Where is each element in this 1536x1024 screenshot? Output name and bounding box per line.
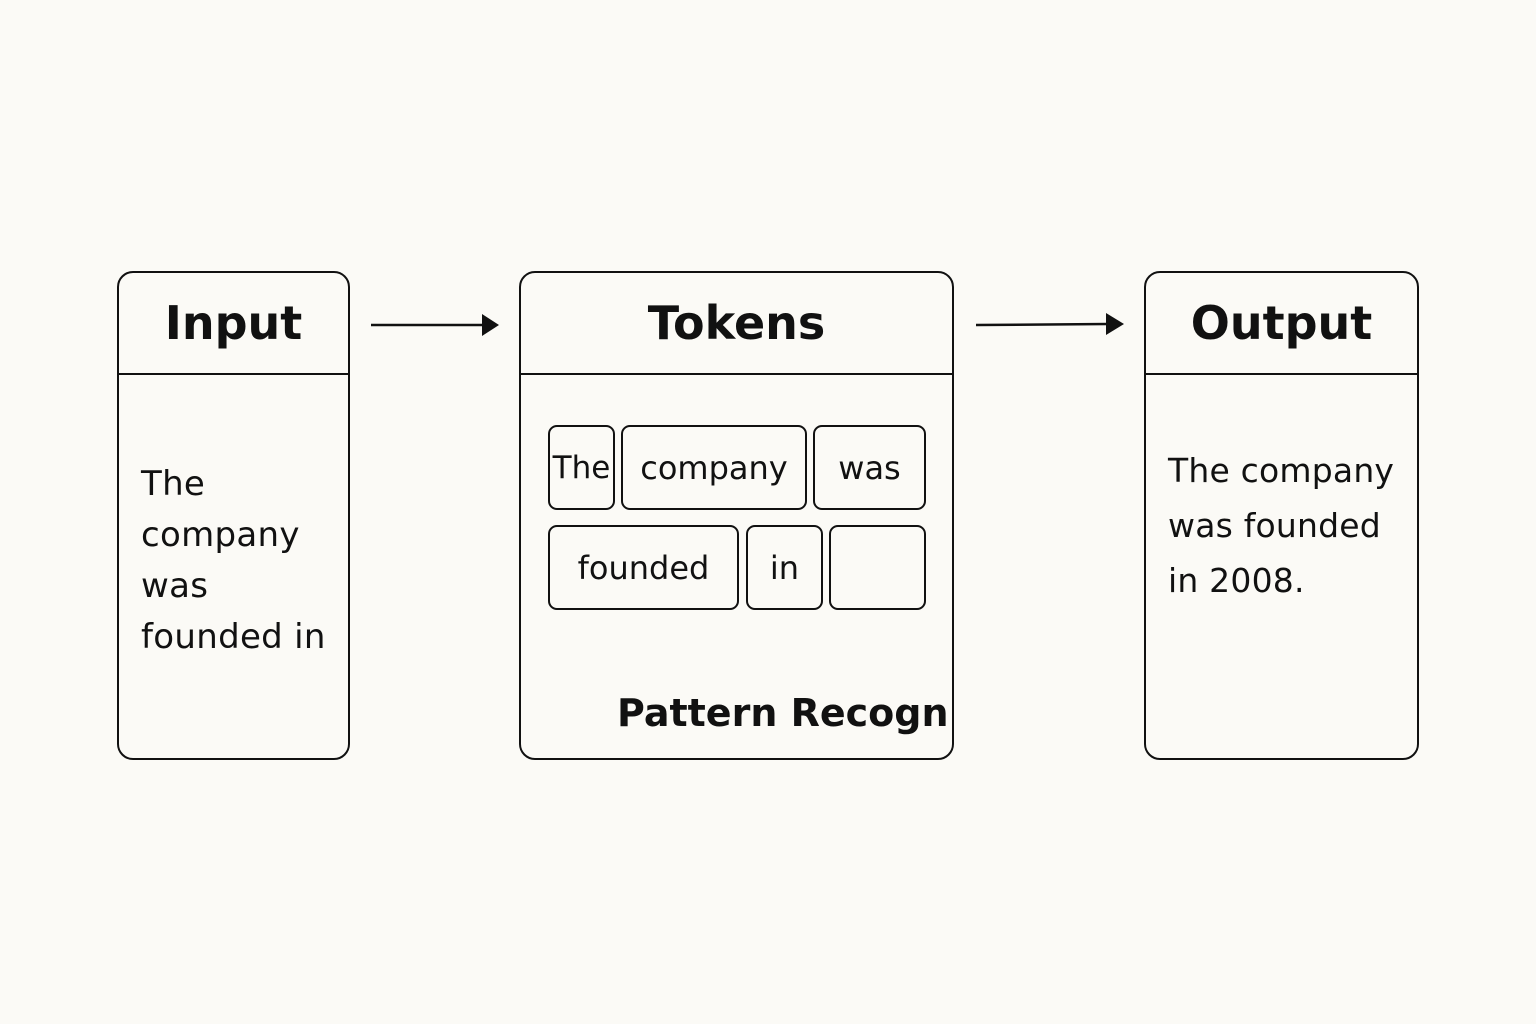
output-line: The company — [1168, 451, 1395, 490]
token-chip: founded — [548, 525, 739, 610]
token-chip-empty — [829, 525, 926, 610]
output-line: in 2008. — [1168, 561, 1305, 600]
pattern-recognition-label: Pattern Recogn — [617, 691, 949, 735]
input-box: Input The company was founded in — [117, 271, 350, 760]
token-chip: The — [548, 425, 615, 510]
input-line: was — [141, 566, 209, 606]
token-chip: was — [813, 425, 926, 510]
token-chip: in — [746, 525, 823, 610]
tokens-box: Tokens The company was founded in Patter… — [519, 271, 954, 760]
arrow-tokens-to-output — [975, 313, 1124, 335]
input-line: company — [141, 515, 300, 555]
input-line: founded in — [141, 617, 326, 657]
token-chip: company — [621, 425, 807, 510]
tokens-title: Tokens — [521, 273, 952, 375]
output-line: was founded — [1168, 506, 1381, 545]
arrow-input-to-tokens — [371, 314, 499, 336]
output-title: Output — [1146, 273, 1417, 375]
input-line: The — [141, 464, 206, 504]
input-text: The company was founded in — [141, 459, 341, 663]
input-title: Input — [119, 273, 348, 375]
output-text: The company was founded in 2008. — [1168, 443, 1413, 608]
output-box: Output The company was founded in 2008. — [1144, 271, 1419, 760]
